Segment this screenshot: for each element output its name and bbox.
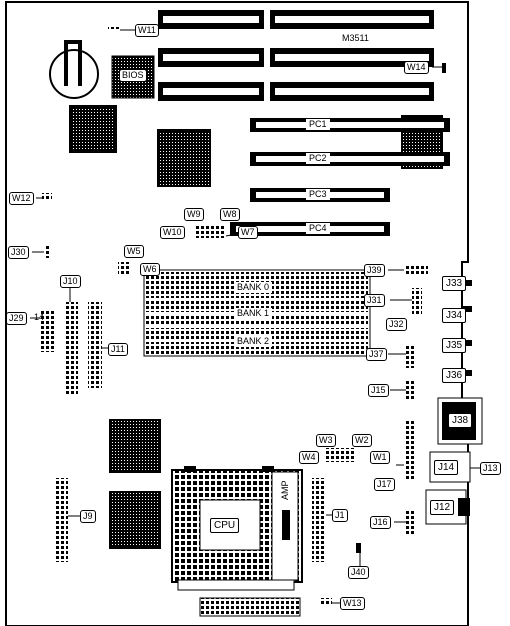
- cpu-socket: [171, 466, 303, 591]
- jumper-blocks: [42, 27, 446, 606]
- battery: [49, 40, 99, 99]
- leader-lines: [30, 29, 480, 604]
- bios-chip: [111, 55, 155, 99]
- isa-slots: [158, 10, 434, 101]
- simm-banks: [143, 269, 371, 357]
- pin-headers: [40, 266, 428, 617]
